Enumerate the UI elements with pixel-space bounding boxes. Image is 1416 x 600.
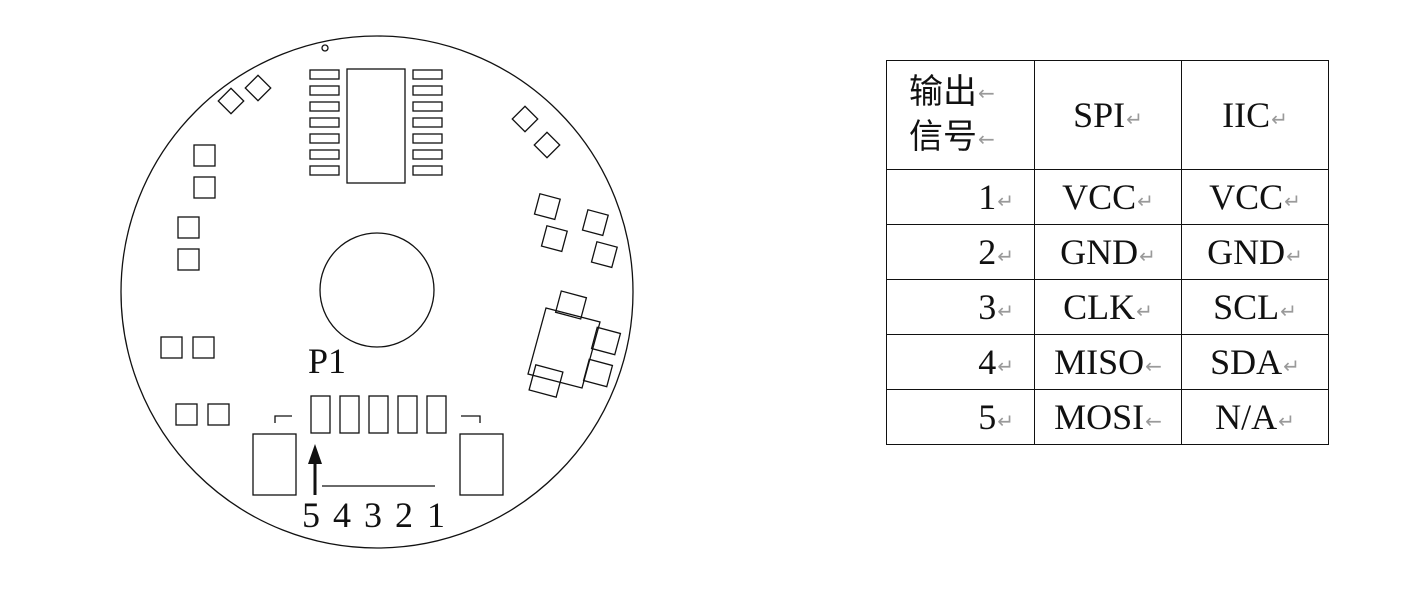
table-row: 4↵ MISO← SDA↵ <box>886 334 1329 390</box>
table-row: 2↵ GND↵ GND↵ <box>886 224 1329 280</box>
pin5-arrow <box>308 444 322 495</box>
connector-mount-left <box>252 433 297 496</box>
table-row: 3↵ CLK↵ SCL↵ <box>886 279 1329 335</box>
iic-cell: N/A↵ <box>1181 389 1329 445</box>
iic-cell: SDA↵ <box>1181 334 1329 390</box>
connector-label: P1 <box>308 341 346 381</box>
table-row: 5↵ MOSI← N/A↵ <box>886 389 1329 445</box>
return-mark: ↵ <box>997 353 1014 378</box>
connector-pin-1 <box>426 395 447 434</box>
pin-number-label: 3 <box>364 495 382 535</box>
header-spi: SPI↵ <box>1034 60 1182 170</box>
arrow-mark: ← <box>978 81 995 105</box>
return-mark: ↵ <box>997 243 1014 268</box>
return-mark: ↵ <box>1280 298 1297 323</box>
spi-cell: VCC↵ <box>1034 169 1182 225</box>
pin-number-label: 2 <box>395 495 413 535</box>
iic-cell: VCC↵ <box>1181 169 1329 225</box>
return-mark: ↵ <box>1126 106 1143 131</box>
ic-chip-left-pins <box>309 69 340 176</box>
arrow-mark: ← <box>1145 408 1162 433</box>
header-iic: IIC↵ <box>1181 60 1329 170</box>
connector-pin-3 <box>368 395 389 434</box>
return-mark: ↵ <box>1136 298 1153 323</box>
return-mark: ↵ <box>1137 188 1154 213</box>
table-header-row: 输出← 信号← SPI↵ IIC↵ <box>886 60 1329 170</box>
connector-pin-4 <box>339 395 360 434</box>
return-mark: ↵ <box>1284 188 1301 213</box>
iic-cell: SCL↵ <box>1181 279 1329 335</box>
pcb-board-diagram: P1 5 4 3 2 1 <box>120 35 634 549</box>
return-mark: ↵ <box>1139 243 1156 268</box>
pin-cell: 5↵ <box>886 389 1035 445</box>
smd-pad-pair-top-right <box>511 105 561 159</box>
header-output-signal: 输出← 信号← <box>886 60 1035 170</box>
smd-pad-pair-top-left <box>217 74 272 115</box>
pin1-dot <box>321 44 329 52</box>
mounting-hole <box>319 232 435 348</box>
return-mark: ↵ <box>1271 106 1288 131</box>
header-signal-line2: 信号 <box>909 117 977 157</box>
arrow-mark: ← <box>1145 353 1162 378</box>
pin-cell: 1↵ <box>886 169 1035 225</box>
pin-number-label: 4 <box>333 495 351 535</box>
connector-pin-5 <box>310 395 331 434</box>
component-cluster-right <box>527 290 622 398</box>
smd-pads-right <box>533 192 619 269</box>
connector-pin-2 <box>397 395 418 434</box>
iic-cell: GND↵ <box>1181 224 1329 280</box>
return-mark: ↵ <box>1286 243 1303 268</box>
connector-mount-right <box>459 433 504 496</box>
return-mark: ↵ <box>997 408 1014 433</box>
pin-cell: 2↵ <box>886 224 1035 280</box>
smd-pads-left <box>160 144 230 426</box>
connector-p1 <box>252 395 504 496</box>
return-mark: ↵ <box>997 188 1014 213</box>
spi-cell: MOSI← <box>1034 389 1182 445</box>
pin-number-label: 5 <box>302 495 320 535</box>
ic-chip-right-pins <box>412 69 443 176</box>
ic-chip-body <box>346 68 406 184</box>
pin-cell: 4↵ <box>886 334 1035 390</box>
return-mark: ↵ <box>1278 408 1295 433</box>
pin-cell: 3↵ <box>886 279 1035 335</box>
return-mark: ↵ <box>1283 353 1300 378</box>
spi-cell: MISO← <box>1034 334 1182 390</box>
pin-number-label: 1 <box>427 495 445 535</box>
board-outline <box>120 35 634 549</box>
spi-cell: CLK↵ <box>1034 279 1182 335</box>
table-row: 1↵ VCC↵ VCC↵ <box>886 169 1329 225</box>
pinout-table: 输出← 信号← SPI↵ IIC↵ 1↵ VCC↵ VCC↵ 2↵ GND↵ G… <box>886 60 1329 445</box>
header-signal-line1: 输出 <box>909 71 977 112</box>
return-mark: ↵ <box>997 298 1014 323</box>
spi-cell: GND↵ <box>1034 224 1182 280</box>
arrow-mark: ← <box>978 126 995 151</box>
